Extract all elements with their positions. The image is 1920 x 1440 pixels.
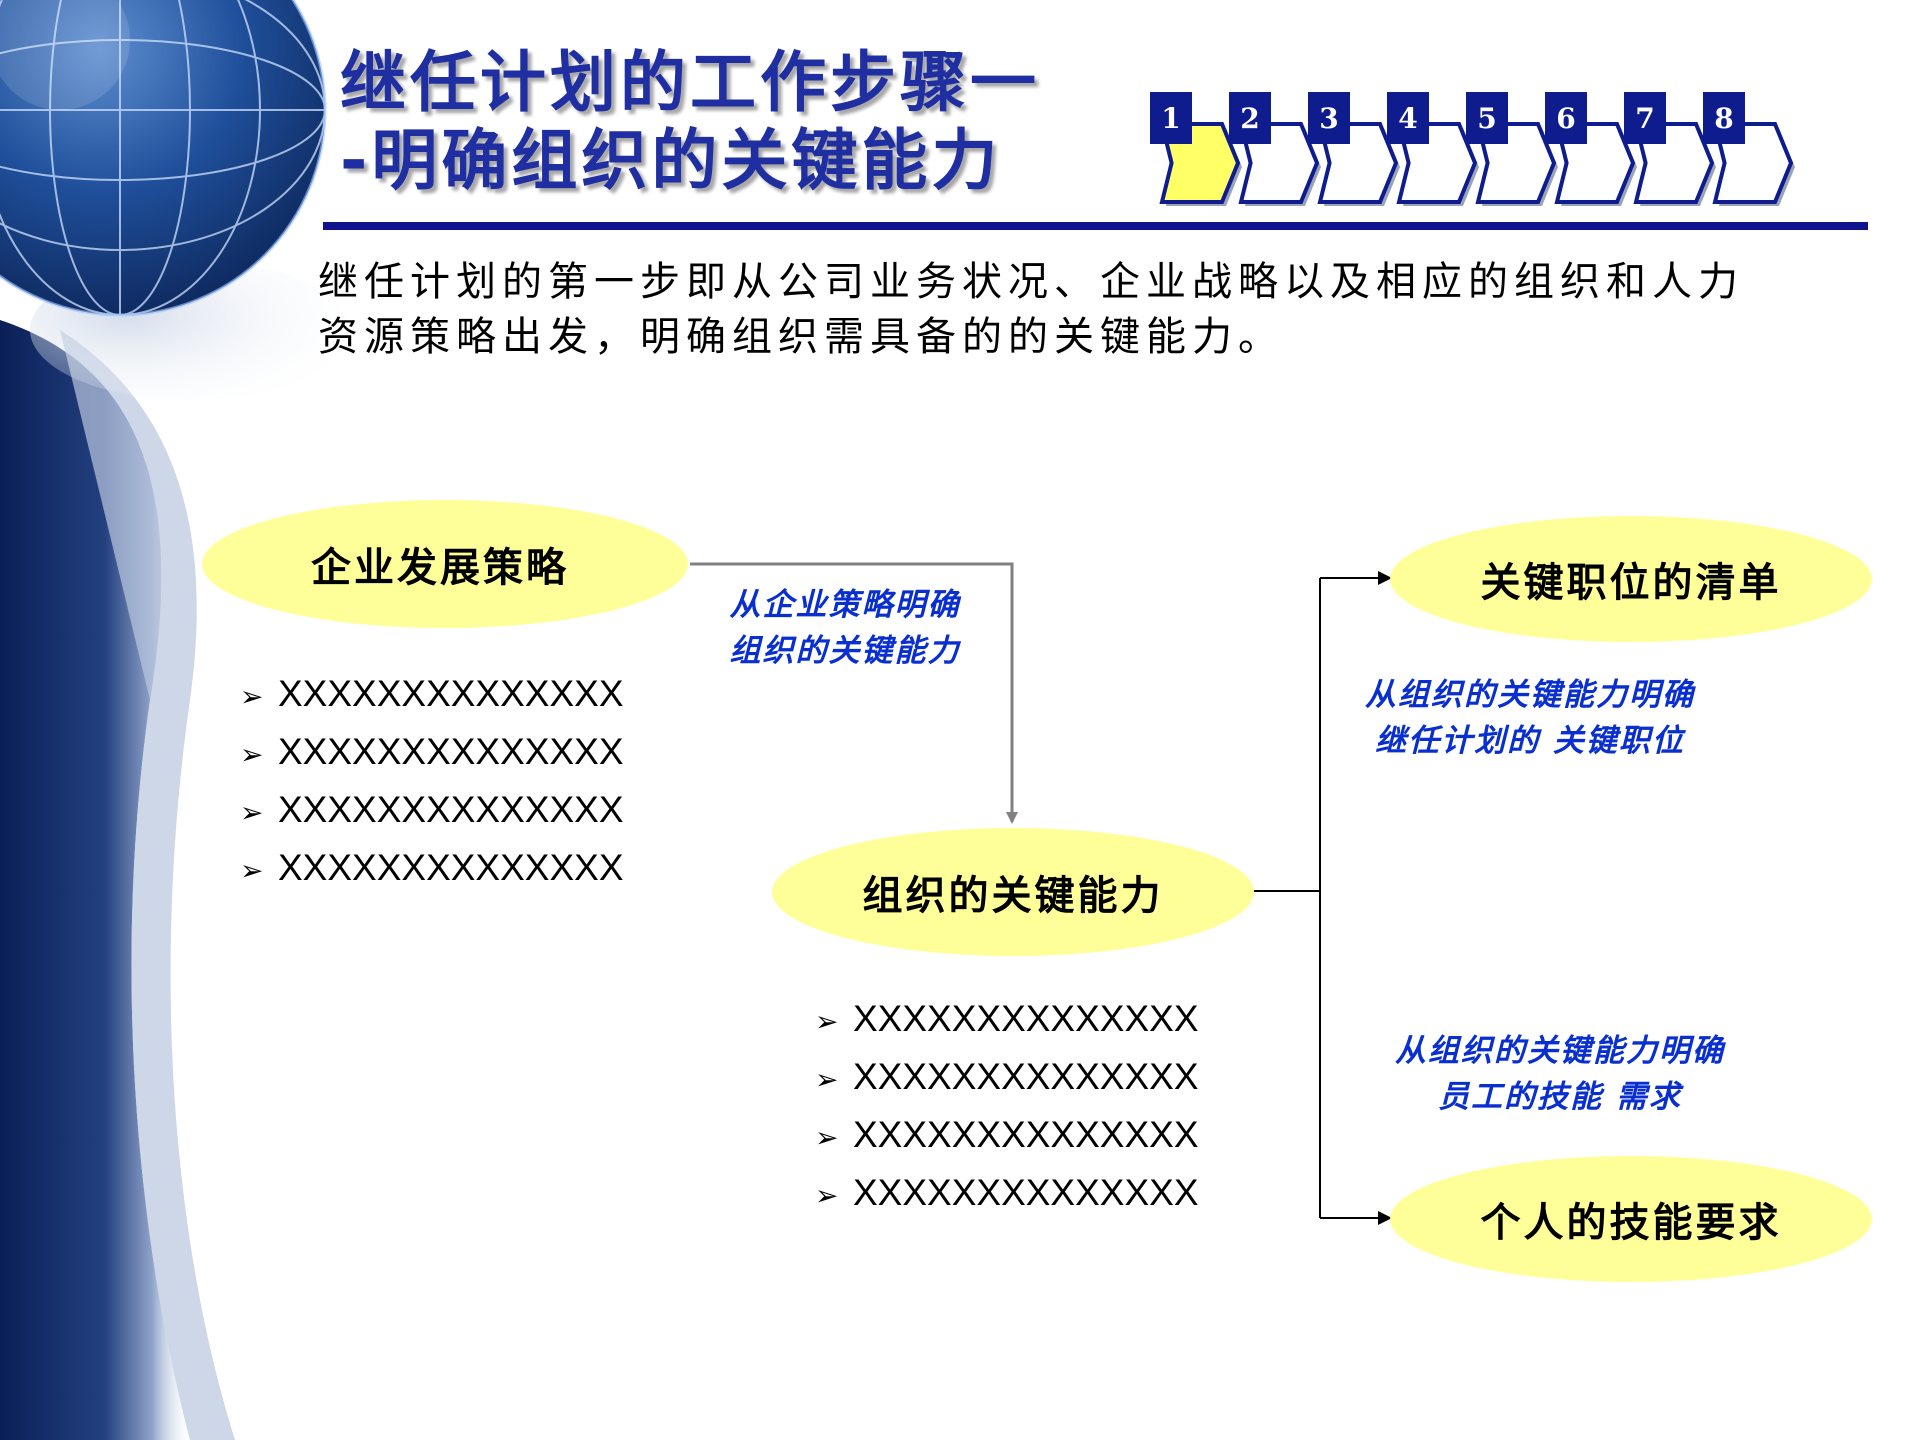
bullet-arrow-icon: ➢ <box>240 797 264 828</box>
step-number-7: 7 <box>1624 92 1666 144</box>
intro-text-line-2: 资源策略出发，明确组织需具备的的关键能力。 <box>318 314 1284 360</box>
note-core-to-skills: 从组织的关键能力明确 员工的技能 需求 <box>1360 1028 1760 1120</box>
key-positions-node: 关键职位的清单 <box>1390 516 1872 642</box>
note-strategy-line-1: 从企业策略明确 <box>729 587 961 623</box>
note-core-to-positions: 从组织的关键能力明确 继任计划的 关键职位 <box>1330 672 1730 764</box>
list-item: ➢XXXXXXXXXXXXXX <box>815 1106 1199 1164</box>
core-capability-node: 组织的关键能力 <box>772 828 1254 956</box>
step-number-5: 5 <box>1466 92 1508 144</box>
note-skills-line-1: 从组织的关键能力明确 <box>1395 1033 1725 1069</box>
step-number-6: 6 <box>1545 92 1587 144</box>
step-number-2: 2 <box>1229 92 1271 144</box>
title-divider <box>323 222 1868 230</box>
step-number-8: 8 <box>1703 92 1745 144</box>
note-positions-line-2: 继任计划的 关键职位 <box>1375 723 1685 759</box>
note-positions-line-1: 从组织的关键能力明确 <box>1365 677 1695 713</box>
core-capability-node-label: 组织的关键能力 <box>862 873 1164 919</box>
key-positions-node-label: 关键职位的清单 <box>1480 560 1782 606</box>
bullet-arrow-icon: ➢ <box>815 1180 839 1211</box>
bullet-arrow-icon: ➢ <box>815 1122 839 1153</box>
list-item: ➢XXXXXXXXXXXXXX <box>815 1048 1199 1106</box>
step-number-4: 4 <box>1387 92 1429 144</box>
strategy-to-core-arrow <box>690 562 1018 824</box>
skills-node-label: 个人的技能要求 <box>1480 1200 1782 1246</box>
bullet-arrow-icon: ➢ <box>240 739 264 770</box>
bullet-arrow-icon: ➢ <box>240 681 264 712</box>
list-item: ➢XXXXXXXXXXXXXX <box>240 839 624 897</box>
strategy-node: 企业发展策略 <box>202 500 688 628</box>
strategy-node-label: 企业发展策略 <box>311 545 569 591</box>
swoosh-light-band <box>60 330 235 1440</box>
globe <box>0 0 327 317</box>
list-item: ➢XXXXXXXXXXXXXX <box>240 665 624 723</box>
note-strategy-line-2: 组织的关键能力 <box>729 633 961 669</box>
list-item: ➢XXXXXXXXXXXXXX <box>240 781 624 839</box>
skills-node: 个人的技能要求 <box>1390 1156 1872 1282</box>
page-title-line-2: -明确组织的关键能力 <box>340 122 1002 199</box>
note-skills-line-2: 员工的技能 需求 <box>1438 1079 1682 1115</box>
step-number-1: 1 <box>1150 92 1192 144</box>
list-item: ➢XXXXXXXXXXXXXX <box>815 1164 1199 1222</box>
page-title-line-1: 继任计划的工作步骤一 <box>340 44 1040 121</box>
bullet-arrow-icon: ➢ <box>240 855 264 886</box>
bullet-arrow-icon: ➢ <box>815 1064 839 1095</box>
bullet-arrow-icon: ➢ <box>815 1006 839 1037</box>
strategy-bullet-list: ➢XXXXXXXXXXXXXX ➢XXXXXXXXXXXXXX ➢XXXXXXX… <box>240 665 624 897</box>
list-item: ➢XXXXXXXXXXXXXX <box>240 723 624 781</box>
note-strategy-to-core: 从企业策略明确 组织的关键能力 <box>700 582 990 674</box>
step-number-3: 3 <box>1308 92 1350 144</box>
core-bullet-list: ➢XXXXXXXXXXXXXX ➢XXXXXXXXXXXXXX ➢XXXXXXX… <box>815 990 1199 1222</box>
list-item: ➢XXXXXXXXXXXXXX <box>815 990 1199 1048</box>
intro-text-line-1: 继任计划的第一步即从公司业务状况、企业战略以及相应的组织和人力 <box>318 259 1744 305</box>
